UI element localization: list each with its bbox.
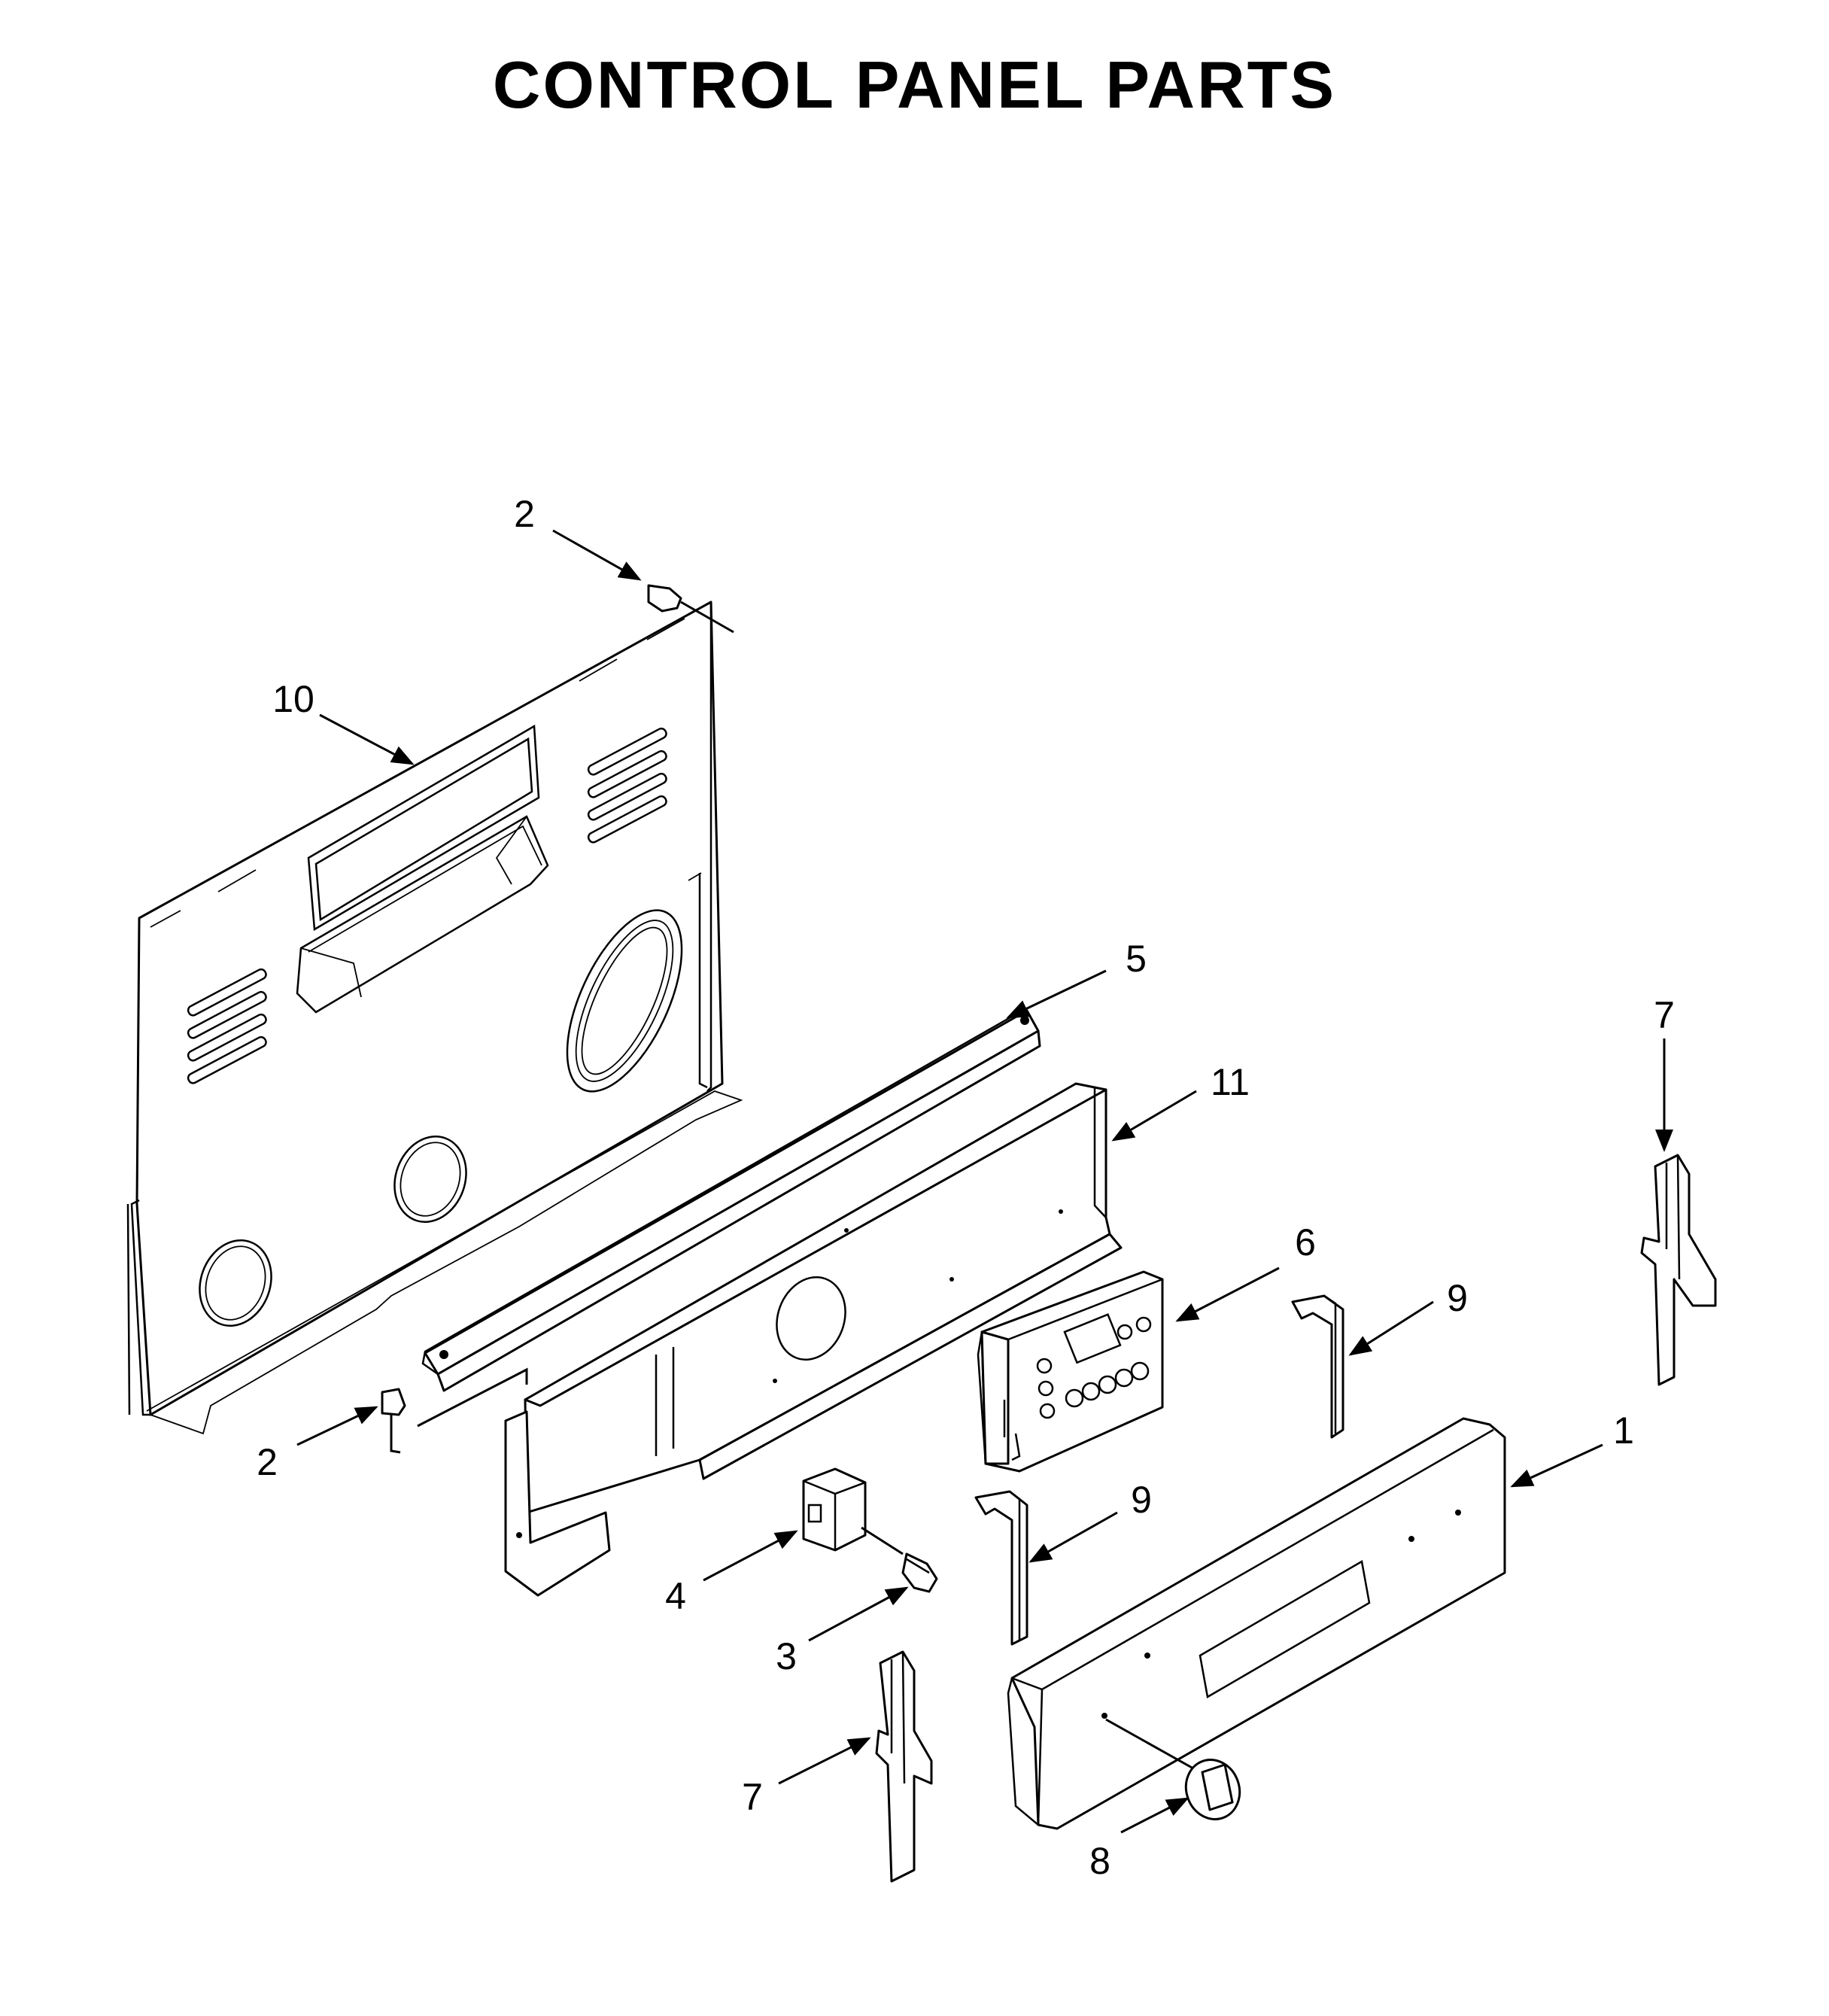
callout-4: 4 [665, 1575, 686, 1617]
callout-9-top: 9 [1447, 1277, 1468, 1319]
part-9-bracket-bottom [974, 1490, 1028, 1646]
part-2-screw-bottom [381, 1367, 528, 1454]
callout-7-left: 7 [742, 1776, 763, 1818]
part-7-side-bracket-left [875, 1650, 933, 1883]
part-3-screw [901, 1552, 938, 1593]
callout-1: 1 [1613, 1409, 1634, 1452]
callout-6: 6 [1295, 1221, 1316, 1263]
part-10-rear-panel [126, 601, 743, 1435]
callout-11: 11 [1211, 1061, 1250, 1103]
callout-3: 3 [776, 1635, 797, 1677]
callout-10: 10 [272, 678, 314, 720]
leader-lines [296, 529, 1673, 1834]
callout-2-bottom: 2 [257, 1441, 278, 1483]
part-4-switch [802, 1467, 904, 1555]
callout-5: 5 [1126, 938, 1147, 980]
part-11-inner-panel [504, 1082, 1123, 1597]
part-5-rail-bracket [421, 1009, 1041, 1392]
callout-2-top: 2 [514, 493, 535, 535]
diagram-title: CONTROL PANEL PARTS [492, 47, 1337, 122]
part-2-screw-top [647, 584, 734, 634]
callout-8: 8 [1089, 1840, 1110, 1882]
part-6-control-board [977, 1270, 1164, 1473]
part-8-knob [1105, 1718, 1241, 1820]
part-1-control-panel [1007, 1417, 1506, 1830]
part-9-bracket-top [1291, 1294, 1344, 1439]
part-7-side-bracket-right [1640, 1154, 1717, 1386]
callout-9-bottom: 9 [1131, 1479, 1152, 1521]
callout-7-right: 7 [1654, 994, 1675, 1036]
